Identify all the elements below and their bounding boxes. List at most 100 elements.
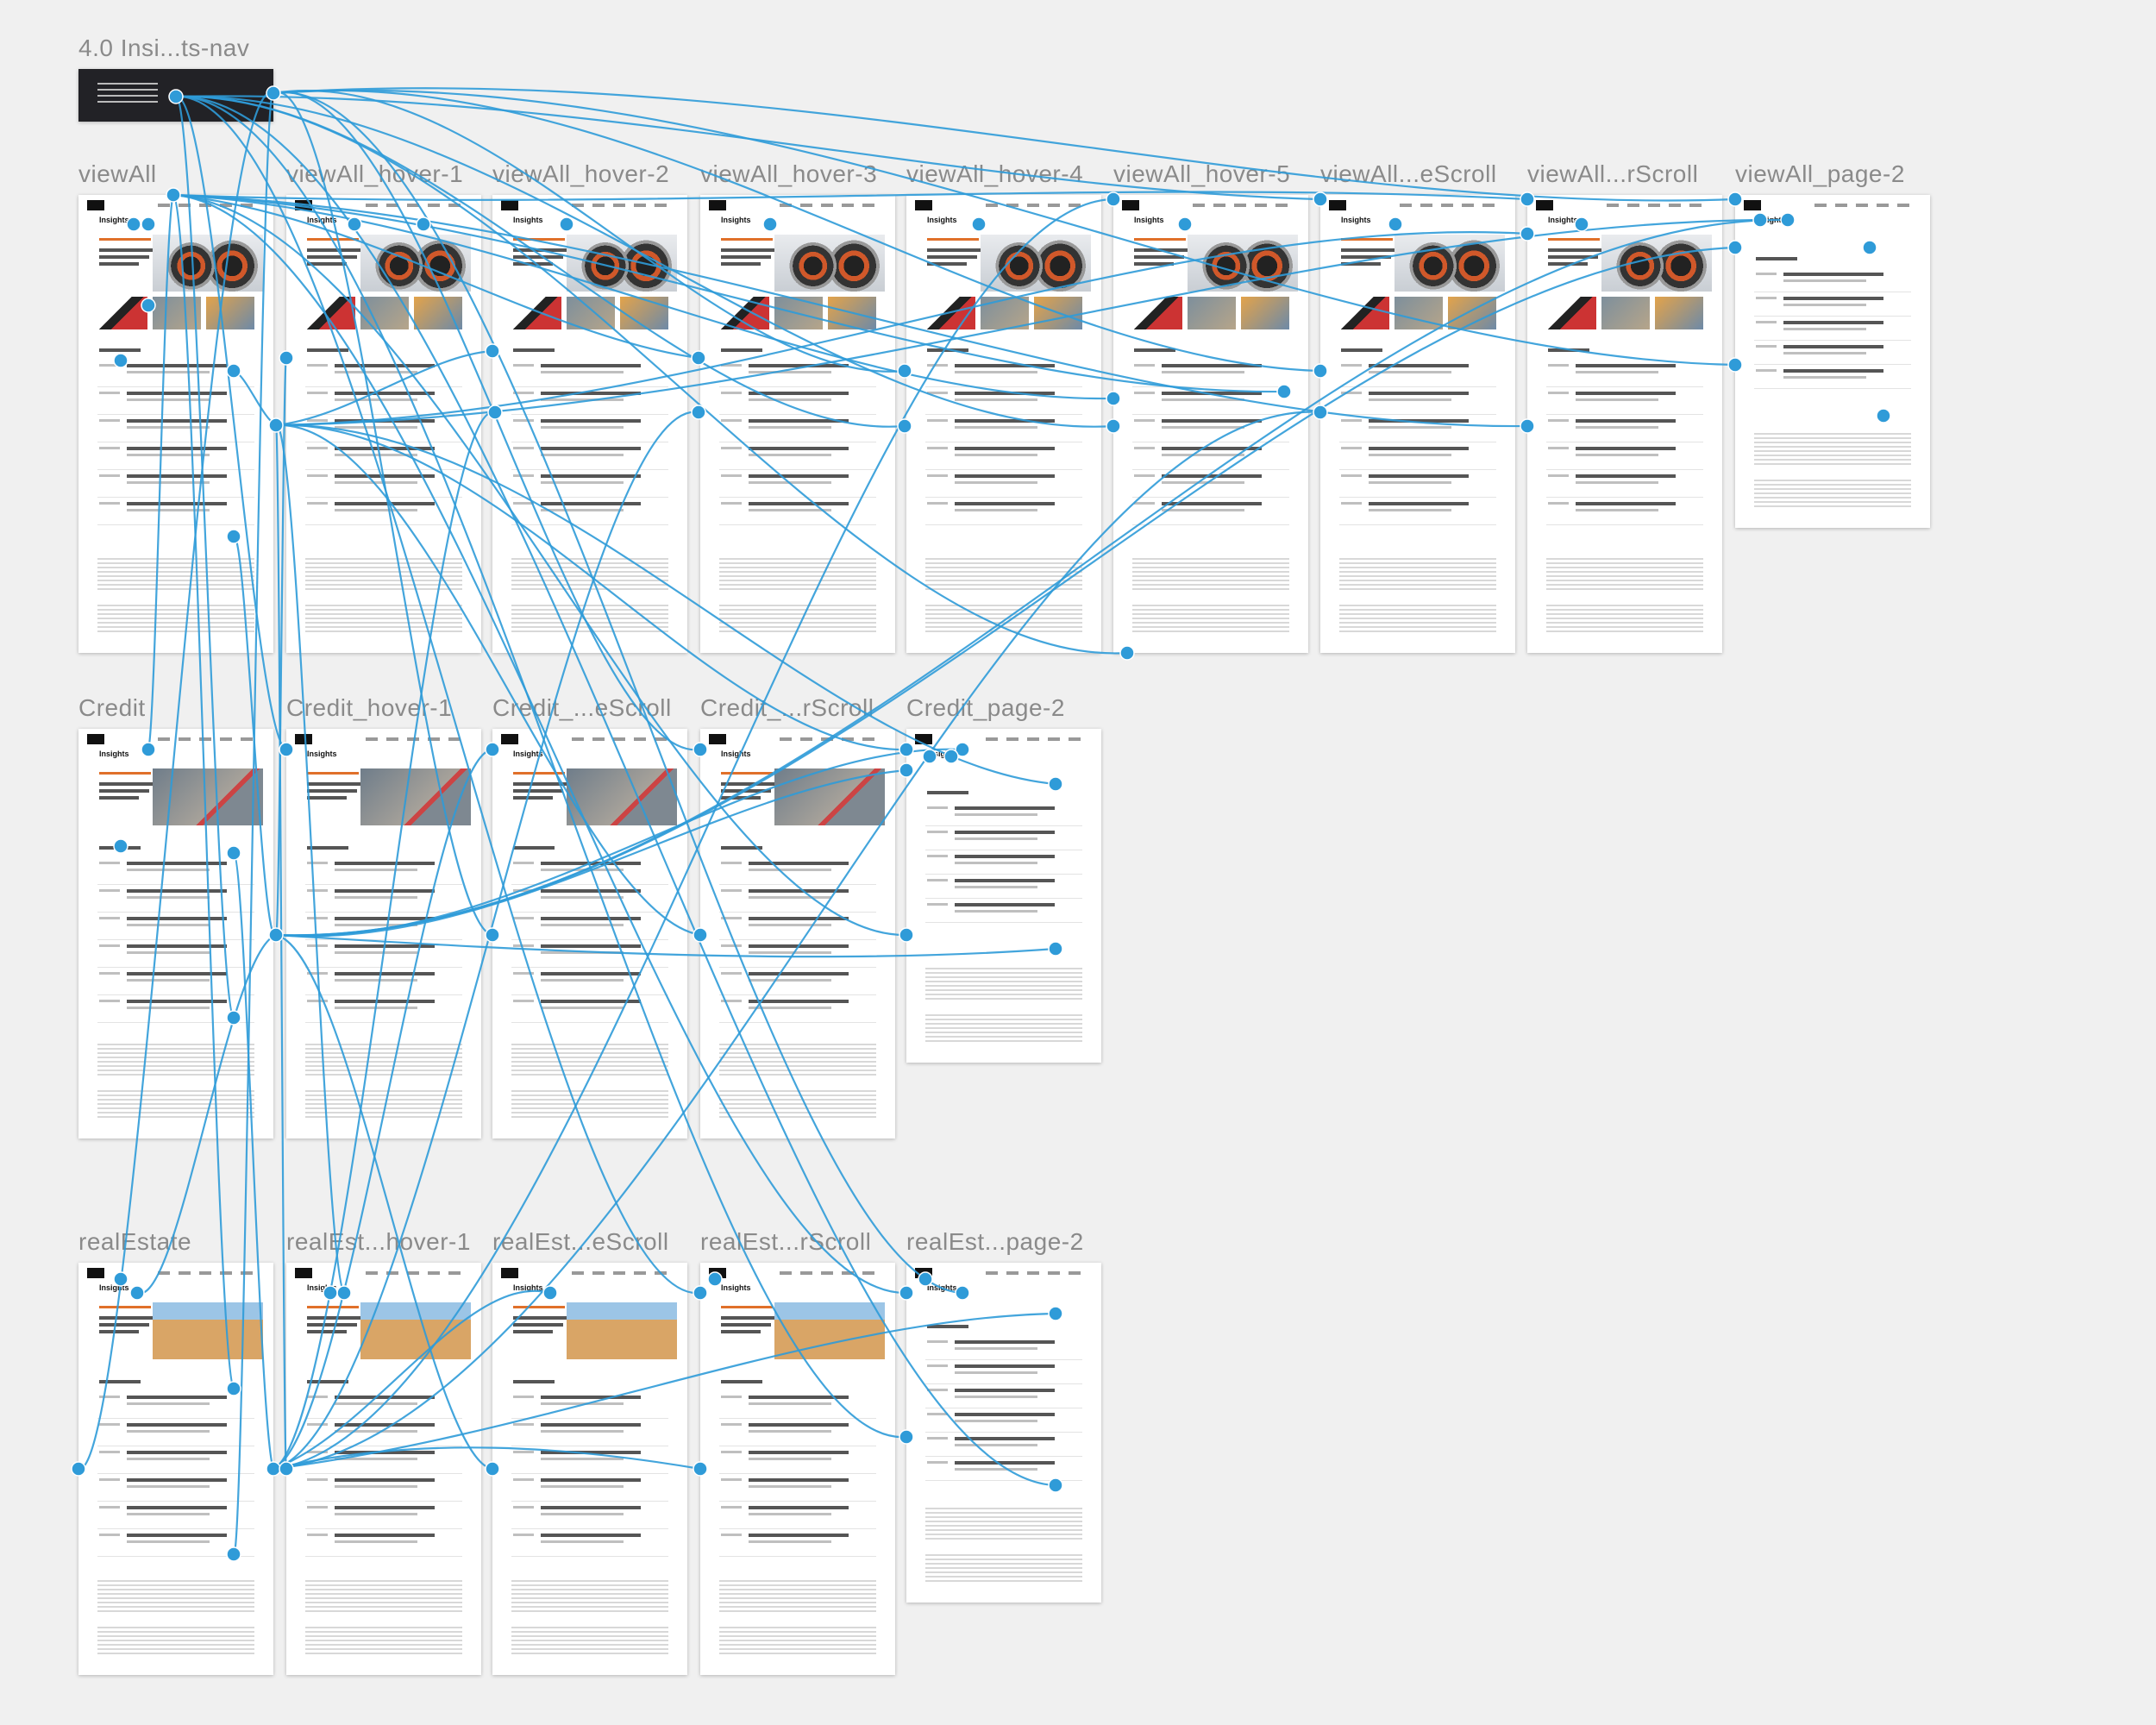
row-summary [541,1430,624,1433]
hero-headline [721,796,761,800]
artboard-viewAll_hover3[interactable]: Insights [700,195,895,653]
row-divider [97,912,254,913]
section-heading [1341,348,1382,352]
artboard-title-viewAll_hover1[interactable]: viewAll_hover-1 [286,160,464,187]
row-meta [927,1364,948,1367]
row-meta [721,862,742,864]
artboard-title-realEstate_page2[interactable]: realEst...page-2 [906,1228,1084,1255]
page-title: Insights [721,1283,751,1292]
row-title [749,972,849,975]
footer-links [1132,558,1289,593]
artboard-realEstate[interactable]: Insights [78,1263,273,1675]
artboard-title-viewAll_hover5[interactable]: viewAll_hover-5 [1113,160,1291,187]
artboard-realEstate_escroll[interactable]: Insights [492,1263,687,1675]
article-thumbnail [721,297,769,329]
row-meta [927,502,948,505]
artboard-title-credit_page2[interactable]: Credit_page-2 [906,694,1065,721]
row-summary [541,951,624,954]
artboard-nav[interactable] [78,69,273,122]
row-title [127,419,227,423]
artboard-viewAll_hover1[interactable]: Insights [286,195,481,653]
hero-image [360,1302,471,1359]
row-title [335,1396,435,1399]
artboard-realEstate_page2[interactable]: Insights [906,1263,1101,1603]
row-divider [719,414,876,415]
artboard-viewAll_hover5[interactable]: Insights [1113,195,1308,653]
artboard-title-viewAll_hover3[interactable]: viewAll_hover-3 [700,160,878,187]
row-title [541,419,641,423]
row-title [335,419,435,423]
page-title: Insights [513,750,543,758]
row-divider [925,922,1082,923]
artboard-credit_hover1[interactable]: Insights [286,729,481,1138]
row-title [1162,419,1262,423]
artboard-title-realEstate[interactable]: realEstate [78,1228,192,1255]
artboard-credit_page2[interactable]: Insights [906,729,1101,1063]
row-summary [749,979,831,982]
row-summary [1369,509,1451,511]
artboard-title-viewAll_hover4[interactable]: viewAll_hover-4 [906,160,1084,187]
artboard-viewAll_page2[interactable]: Insights [1735,195,1930,528]
artboard-title-viewAll_rscroll[interactable]: viewAll...rScroll [1527,160,1699,187]
hero-headline [721,789,771,793]
row-meta [99,1534,120,1536]
artboard-title-viewAll_hover2[interactable]: viewAll_hover-2 [492,160,670,187]
row-summary [127,869,210,871]
row-summary [541,509,624,511]
row-divider [925,874,1082,875]
artboard-credit_rscroll[interactable]: Insights [700,729,895,1138]
artboard-credit[interactable]: Insights [78,729,273,1138]
artboard-title-credit_escroll[interactable]: Credit_...eScroll [492,694,672,721]
row-summary [127,398,210,401]
artboard-title-viewAll[interactable]: viewAll [78,160,157,187]
logo-icon [87,200,104,210]
row-summary [127,951,210,954]
row-title [749,917,849,920]
logo-icon [501,734,518,744]
artboard-title-credit_hover1[interactable]: Credit_hover-1 [286,694,453,721]
hero-headline [307,789,357,793]
row-divider [925,825,1082,826]
row-title [955,1389,1055,1392]
artboard-title-credit_rscroll[interactable]: Credit_...rScroll [700,694,874,721]
artboard-viewAll_escroll[interactable]: Insights [1320,195,1515,653]
row-summary [127,426,210,429]
logo-icon [915,734,932,744]
row-summary [1162,398,1244,401]
footer-links [511,1044,668,1078]
row-divider [925,1480,1082,1481]
row-title [955,1364,1055,1368]
filter-tabs [513,238,565,241]
row-title [127,1396,227,1399]
artboard-title-realEstate_escroll[interactable]: realEst...eScroll [492,1228,669,1255]
hero-headline [307,255,357,259]
footer-links [1754,433,1911,467]
filter-tabs [99,772,151,775]
artboard-title-realEstate_rscroll[interactable]: realEst...rScroll [700,1228,872,1255]
row-meta [99,1451,120,1453]
artboard-viewAll_hover2[interactable]: Insights [492,195,687,653]
artboard-title-nav[interactable]: 4.0 Insi...ts-nav [78,34,250,61]
artboard-credit_escroll[interactable]: Insights [492,729,687,1138]
footer-links [97,1580,254,1615]
article-thumbnail [1548,297,1596,329]
artboard-viewAll[interactable]: Insights [78,195,273,653]
hero-headline [99,796,139,800]
artboard-title-realEstate_hover1[interactable]: realEst...hover-1 [286,1228,471,1255]
row-divider [97,524,254,525]
row-meta [99,972,120,975]
artboard-title-viewAll_page2[interactable]: viewAll_page-2 [1735,160,1905,187]
artboard-title-credit[interactable]: Credit [78,694,146,721]
row-title [335,1534,435,1537]
row-summary [1576,509,1658,511]
article-thumbnail [1341,297,1389,329]
section-heading [1548,348,1589,352]
artboard-viewAll_rscroll[interactable]: Insights [1527,195,1722,653]
hero-headline [513,255,563,259]
artboard-viewAll_hover4[interactable]: Insights [906,195,1101,653]
artboard-title-viewAll_escroll[interactable]: viewAll...eScroll [1320,160,1497,187]
article-thumbnail [1448,297,1496,329]
artboard-realEstate_rscroll[interactable]: Insights [700,1263,895,1675]
artboard-realEstate_hover1[interactable]: Insights [286,1263,481,1675]
